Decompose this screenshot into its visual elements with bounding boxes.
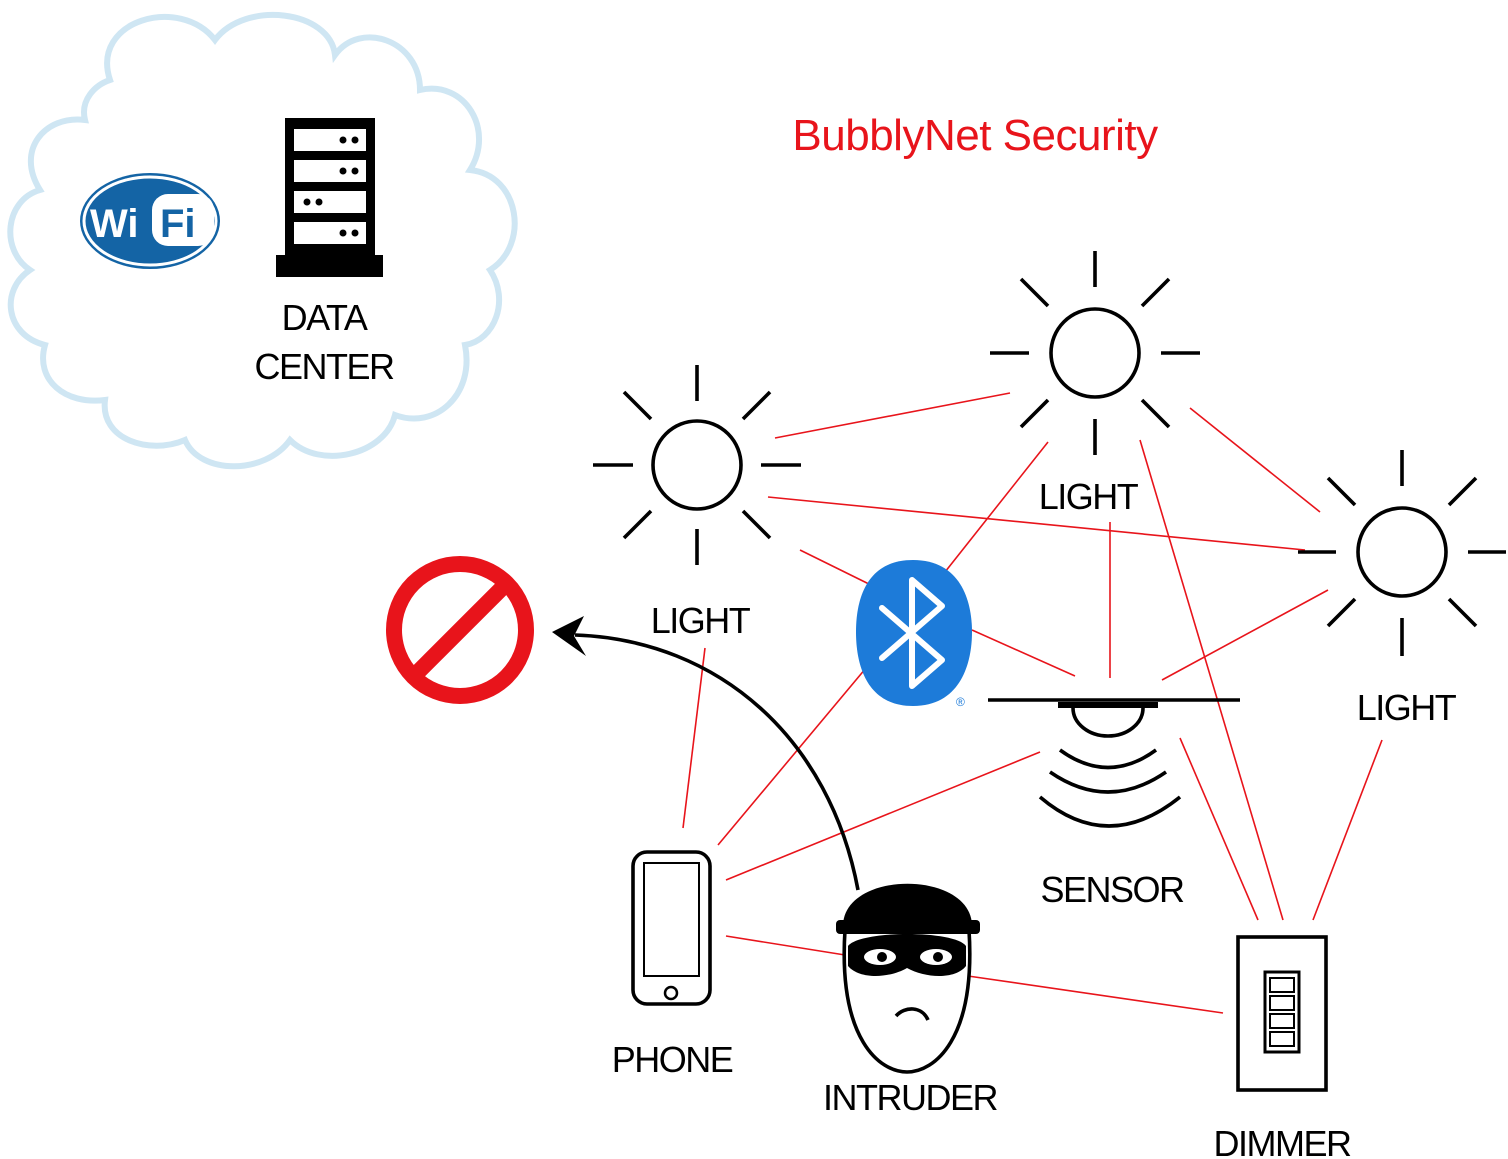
link-light-left-to-light-top (774, 392, 1011, 439)
wifi-icon: Wi Fi (80, 173, 220, 269)
wifi-text-wi: Wi (90, 202, 139, 246)
smartphone-icon (631, 850, 712, 1006)
dimmer-label: DIMMER (1214, 1123, 1351, 1159)
dimmer-switch-icon (1236, 935, 1328, 1092)
link-phone-to-sensor (725, 751, 1041, 881)
link-phone-to-light-left (682, 647, 706, 829)
wifi-text-fi: Fi (160, 202, 196, 246)
light-left-label: LIGHT (651, 600, 751, 641)
motion-sensor-icon (988, 698, 1240, 828)
link-light-left-to-bluetooth (799, 549, 876, 588)
server-rack-icon (276, 118, 383, 277)
link-light-right-to-sensor (1161, 589, 1329, 681)
diagram-title: BubblyNet Security (792, 111, 1158, 160)
prohibited-icon (386, 556, 534, 704)
link-light-right-to-dimmer (1312, 739, 1383, 921)
burglar-icon (836, 883, 980, 1074)
phone-label: PHONE (612, 1039, 733, 1080)
link-bluetooth-to-sensor (971, 629, 1076, 677)
link-intruder-to-dimmer (967, 975, 1224, 1014)
curved-arrow-icon (552, 616, 860, 891)
link-light-top-to-dimmer (1139, 439, 1284, 921)
light-top-label: LIGHT (1039, 476, 1139, 517)
link-light-top-to-light-right (1189, 407, 1321, 513)
sun-icon (1298, 450, 1506, 656)
link-sensor-to-dimmer (1179, 737, 1259, 921)
data-center-label-line1: DATA (282, 297, 368, 338)
link-light-top-to-bluetooth (944, 441, 1049, 573)
sun-icon (990, 251, 1200, 455)
sun-icon (593, 365, 801, 565)
intruder-label: INTRUDER (823, 1077, 997, 1118)
sensor-label: SENSOR (1040, 869, 1184, 910)
bluetooth-icon: ® (856, 560, 972, 709)
network-links (682, 392, 1383, 1014)
cloud-icon (7, 11, 518, 470)
light-right-label: LIGHT (1357, 687, 1457, 728)
link-phone-to-bluetooth (717, 667, 867, 846)
link-light-left-to-light-right (767, 496, 1306, 551)
link-phone-to-intruder (725, 935, 846, 956)
data-center-label-line2: CENTER (254, 346, 394, 387)
registered-mark: ® (956, 695, 965, 709)
